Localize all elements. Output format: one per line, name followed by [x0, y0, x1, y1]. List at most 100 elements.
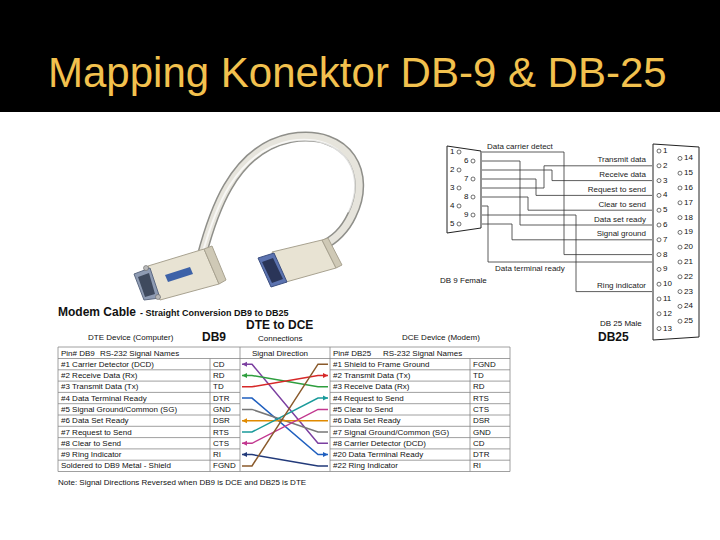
pin-hole — [657, 312, 661, 316]
table-cell: #2 Transmit Data (Tx) — [333, 371, 410, 380]
table-cell: CD — [473, 439, 485, 448]
pin-hole — [678, 171, 682, 175]
connector-label: DB9 — [202, 330, 226, 344]
table-cell: RI — [473, 461, 481, 470]
pin-hole — [678, 245, 682, 249]
table-cell: Soldered to DB9 Metal - Shield — [61, 461, 171, 470]
table-cell: DSR — [213, 416, 230, 425]
table-cell: #3 Transmit Data (Tx) — [61, 382, 138, 391]
direction-line — [242, 398, 328, 455]
arrowhead — [242, 362, 247, 367]
pin-hole — [457, 186, 461, 190]
thumbscrew — [156, 295, 161, 300]
signal-name: Request to send — [587, 185, 647, 194]
db9-hood-side — [322, 238, 342, 268]
signal-name: Transmit data — [596, 155, 647, 164]
connector-shell — [447, 146, 481, 233]
thumbscrew — [144, 266, 149, 271]
pin-hole — [678, 260, 682, 264]
pin-number: 2 — [450, 166, 454, 174]
table-cell: #7 Request to Send — [61, 428, 132, 437]
pin-number: 13 — [663, 325, 672, 333]
table-header: RS-232 Signal Names — [383, 349, 462, 358]
pin-hole — [657, 179, 661, 183]
pin-number: 8 — [464, 193, 468, 201]
table-cell: #5 Signal Ground/Common (SG) — [61, 405, 177, 414]
pin-hole — [657, 193, 661, 197]
table-cell: RI — [213, 450, 221, 459]
wire — [482, 206, 652, 262]
direction-line — [242, 376, 328, 387]
pin-hole — [657, 223, 661, 227]
pin-hole — [678, 290, 682, 294]
pin-number: 5 — [450, 220, 454, 228]
signal-name: Data carrier detect — [486, 142, 554, 151]
arrowhead — [242, 373, 247, 378]
db25-male-connector: 1142153164175186197208219221023112412251… — [652, 143, 700, 341]
cable-highlight — [202, 140, 354, 255]
pin-number: 21 — [684, 258, 693, 266]
pin-number: 9 — [663, 265, 667, 273]
pin-number: 25 — [684, 317, 693, 325]
pin-number: 22 — [684, 273, 693, 281]
device-label: DCE Device (Modem) — [402, 333, 480, 342]
table-cell: TD — [473, 371, 484, 380]
direction-line — [242, 420, 328, 422]
wire — [482, 224, 652, 240]
pin-hole — [678, 275, 682, 279]
table-cell: #2 Receive Data (Rx) — [61, 371, 137, 380]
table-cell: DTR — [473, 450, 489, 459]
arrowhead — [242, 418, 247, 423]
table-cell: #9 Ring Indicator — [61, 450, 121, 459]
pin-number: 19 — [684, 228, 693, 236]
pin-hole — [657, 327, 661, 331]
pin-number: 4 — [450, 202, 454, 210]
pin-number: 5 — [663, 206, 667, 214]
pin-hole — [471, 177, 475, 181]
table-header: Pin# DB9 — [61, 349, 95, 358]
table-header: Pin# DB25 — [333, 349, 371, 358]
arrowhead — [323, 452, 328, 457]
table-grid — [58, 347, 510, 472]
arrowhead — [242, 441, 247, 446]
device-label: DTE Device (Computer) — [88, 333, 173, 342]
pin-hole — [657, 253, 661, 257]
pin-hole — [678, 216, 682, 220]
table-cell: #3 Receive Data (Rx) — [333, 382, 409, 391]
table-cell: #4 Data Terminal Ready — [61, 394, 147, 403]
cable-body — [200, 137, 359, 262]
cable-outline — [200, 137, 359, 262]
pin-number: 20 — [684, 243, 693, 251]
table-header: Signal Direction — [252, 349, 308, 358]
connector-label: DB25 — [598, 330, 629, 344]
direction-arrowheads — [242, 362, 328, 457]
pin-hole — [471, 195, 475, 199]
pin-number: 2 — [663, 162, 667, 170]
table-cell: DSR — [473, 416, 490, 425]
wire — [482, 215, 652, 292]
pin-number: 4 — [663, 191, 667, 199]
signal-name: Ring indicator — [596, 281, 647, 290]
pin-hole — [457, 204, 461, 208]
direction-line — [242, 364, 328, 443]
connector-shell — [653, 144, 699, 340]
direction-line — [242, 376, 328, 387]
table-cell: GND — [213, 405, 231, 414]
wire — [482, 152, 652, 255]
table-cell: #7 Signal Ground/Common (SG) — [333, 428, 449, 437]
table-cell: RD — [213, 371, 225, 380]
pin-hole — [657, 208, 661, 212]
db9-female-connector: 162738495DB 9 Female — [446, 145, 482, 235]
pin-number: 14 — [684, 154, 693, 162]
signal-name: Data set ready — [593, 215, 647, 224]
pin-hole — [657, 297, 661, 301]
db25-hood-side — [204, 246, 226, 284]
table-cell: #22 Ring Indicator — [333, 461, 398, 470]
pin-number: 1 — [663, 147, 667, 155]
pin-hole — [678, 156, 682, 160]
db25-face — [138, 273, 155, 297]
pin-number: 16 — [684, 184, 693, 192]
pin-number: 9 — [464, 211, 468, 219]
signal-name: Signal ground — [596, 229, 647, 238]
